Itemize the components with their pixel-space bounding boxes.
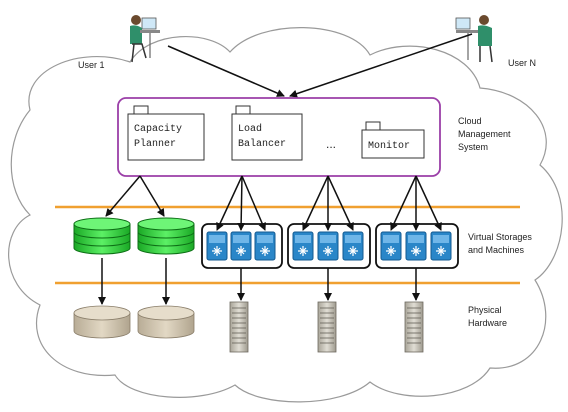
disk-storage-icon xyxy=(73,305,131,339)
database-icon xyxy=(73,217,131,255)
virtual-machine-icon xyxy=(254,231,276,261)
capacity-planner-label: Capacity Planner xyxy=(134,123,188,150)
database-icon xyxy=(137,217,195,255)
virtual-machine-icon xyxy=(292,231,314,261)
virtual-machine-icon xyxy=(380,231,402,261)
cloud-shape xyxy=(8,27,563,403)
disk-storage-icon xyxy=(137,305,195,339)
virtual-to-physical-arrows xyxy=(98,258,420,305)
load-balancer-label: Load Balancer xyxy=(238,123,286,150)
virtual-machine-icon xyxy=(430,231,452,261)
management-to-virtual-arrows xyxy=(105,175,442,231)
user-n-label: User N xyxy=(508,58,536,68)
physical-layer-label: Physical Hardware xyxy=(468,305,507,328)
load-balancer-component: Load Balancer xyxy=(231,105,303,161)
user-n-arrow xyxy=(289,33,473,98)
virtual-machine-icon xyxy=(206,231,228,261)
management-label: Cloud Management System xyxy=(458,116,513,152)
server-rack-icon xyxy=(229,301,249,353)
monitor-label: Monitor xyxy=(368,140,410,152)
user-1-label: User 1 xyxy=(78,60,105,70)
vm-group-2 xyxy=(287,223,371,269)
user-n-icon xyxy=(455,15,493,63)
server-rack-icon xyxy=(404,301,424,353)
server-rack-icon xyxy=(317,301,337,353)
user-1-icon xyxy=(130,15,160,63)
virtual-machine-icon xyxy=(342,231,364,261)
virtual-layer-label: Virtual Storages and Machines xyxy=(468,232,534,255)
ellipsis: ... xyxy=(326,137,336,151)
virtual-machine-icon xyxy=(317,231,339,261)
vm-group-3 xyxy=(375,223,459,269)
virtual-machine-icon xyxy=(230,231,252,261)
capacity-planner-component: Capacity Planner xyxy=(127,105,205,161)
virtual-machine-icon xyxy=(405,231,427,261)
vm-group-1 xyxy=(201,223,283,269)
user-1-arrow xyxy=(167,45,285,97)
monitor-component: Monitor xyxy=(361,121,425,159)
